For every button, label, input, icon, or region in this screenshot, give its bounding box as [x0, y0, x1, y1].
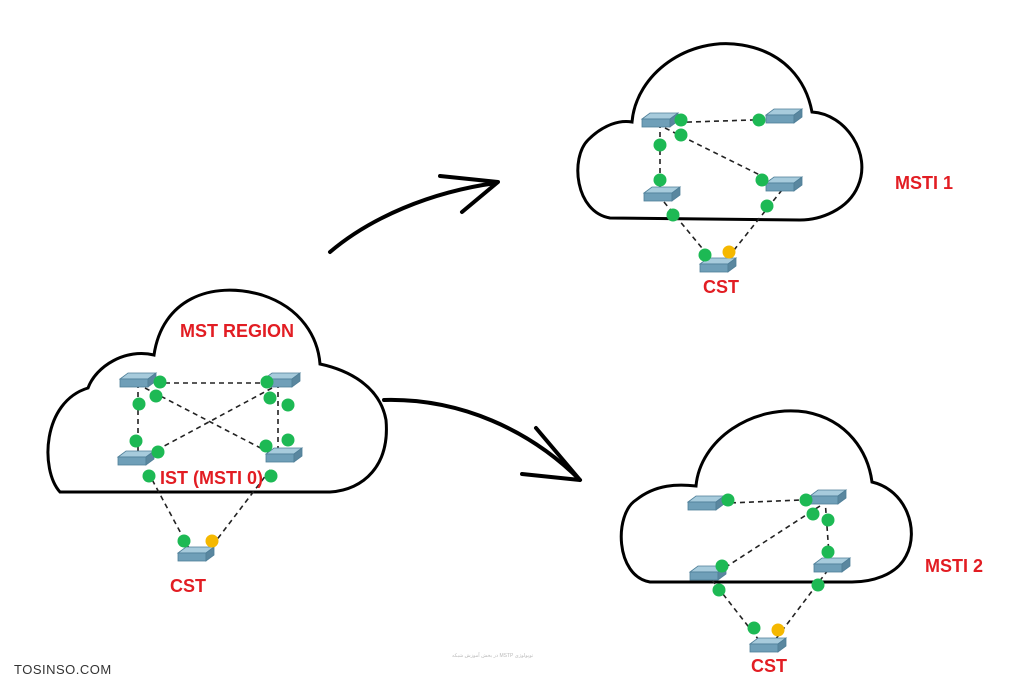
switch-mst-top-left [119, 372, 157, 388]
arrow-to-msti2 [382, 397, 582, 482]
msti1-label: MSTI 1 [895, 173, 954, 193]
cst-msti1-label: CST [703, 277, 739, 297]
switch-msti1-bottom-left [643, 186, 681, 202]
cloud-msti2 [619, 409, 913, 584]
switch-msti2-bottom-right [813, 557, 851, 573]
cst-main-label: CST [170, 576, 206, 596]
ist-label: IST (MSTI 0) [160, 468, 263, 488]
cloud-msti1 [576, 42, 864, 222]
switch-msti2-top-left [687, 495, 725, 511]
switch-mst-bottom-left [117, 450, 155, 466]
switch-cst-main [177, 546, 215, 562]
blocking-ports [205, 245, 785, 637]
arrow-to-msti1 [328, 174, 500, 254]
switch-msti1-top-right [765, 108, 803, 124]
cst-msti2-label: CST [751, 656, 787, 676]
switch-msti1-bottom-right [765, 176, 803, 192]
mst-region-label: MST REGION [180, 321, 295, 341]
msti2-label: MSTI 2 [925, 556, 984, 576]
switch-msti2-top-right [809, 489, 847, 505]
switch-cst-msti2 [749, 637, 787, 653]
watermark-text: TOSINSO.COM [14, 662, 112, 677]
mst-region-links [137, 382, 279, 555]
switch-msti1-top-left [641, 112, 679, 128]
switch-mst-bottom-right [265, 447, 303, 463]
forwarding-ports [129, 113, 835, 635]
caption-text: توپولوژی MSTP در بخش آموزش شبکه [452, 653, 534, 659]
